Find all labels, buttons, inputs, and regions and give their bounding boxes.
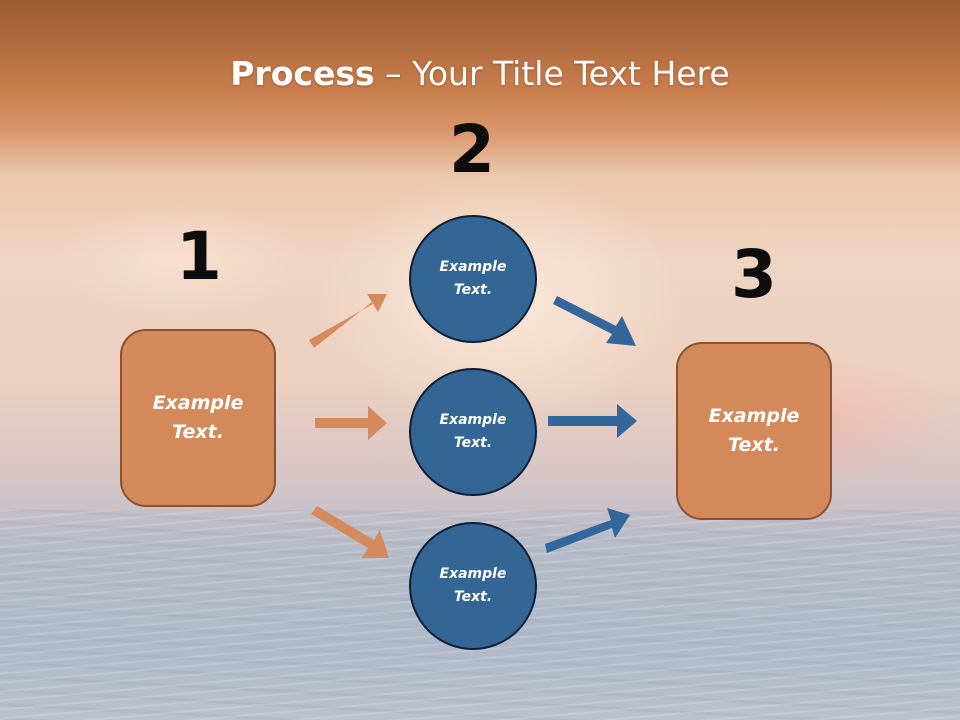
- circle-top[interactable]: Example Text.: [409, 215, 537, 343]
- right-box-label: Example Text.: [708, 405, 800, 456]
- arrow-blue-right: [548, 404, 637, 438]
- right-process-box[interactable]: Example Text.: [676, 342, 832, 520]
- title-bold-part: Process: [230, 54, 375, 93]
- left-process-box[interactable]: Example Text.: [120, 329, 276, 507]
- arrow-blue-down: [553, 296, 636, 346]
- circle-middle[interactable]: Example Text.: [409, 368, 537, 496]
- step-number-2: 2: [449, 111, 495, 188]
- left-box-label: Example Text.: [152, 392, 244, 443]
- circle-bottom[interactable]: Example Text.: [409, 522, 537, 650]
- arrow-orange-right: [315, 406, 387, 440]
- circle-top-label: Example Text.: [439, 259, 507, 298]
- step-number-3: 3: [731, 236, 777, 313]
- slide-title[interactable]: Process – Your Title Text Here: [0, 52, 960, 96]
- arrow-orange-down: [311, 506, 389, 558]
- step-number-1: 1: [176, 218, 222, 295]
- circle-middle-label: Example Text.: [439, 412, 507, 451]
- circle-bottom-label: Example Text.: [439, 566, 507, 605]
- arrow-blue-up: [545, 508, 630, 553]
- arrow-orange-up: [309, 294, 387, 348]
- title-rest-part: – Your Title Text Here: [374, 54, 730, 93]
